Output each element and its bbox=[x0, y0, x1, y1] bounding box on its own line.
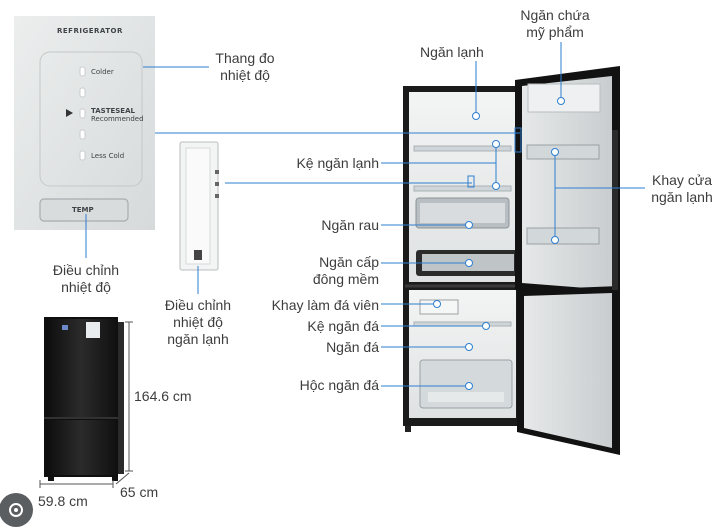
label-ice-tray: Khay làm đá viên bbox=[271, 297, 379, 313]
level-less-cold: Less Cold bbox=[91, 152, 125, 160]
level-recommended: Recommended bbox=[91, 115, 144, 123]
panel-heading: REFRIGERATOR bbox=[57, 27, 123, 35]
temp-button-label: TEMP bbox=[72, 206, 94, 214]
label-freezer-shelf: Kệ ngăn đá bbox=[307, 318, 379, 334]
fridge-front-view bbox=[44, 317, 124, 481]
level-colder: Colder bbox=[91, 68, 114, 76]
fridge-control-strip bbox=[179, 141, 219, 271]
level-tasteseal: TASTESEAL bbox=[91, 107, 135, 115]
label-fridge-shelf: Kệ ngăn lạnh bbox=[296, 155, 379, 171]
dimension-depth: 65 cm bbox=[120, 484, 159, 500]
temp-button[interactable] bbox=[39, 198, 129, 222]
lens-icon[interactable] bbox=[0, 493, 33, 527]
leader-lines bbox=[85, 42, 645, 387]
dimension-lines bbox=[39, 321, 133, 488]
label-freezer-drawer: Hộc ngăn đá bbox=[299, 377, 379, 393]
leader-dots bbox=[433, 97, 565, 390]
label-fridge-compartment: Ngăn lạnh bbox=[420, 44, 484, 60]
fridge-open-view bbox=[403, 66, 620, 455]
label-freezer-compartment: Ngăn đá bbox=[326, 339, 379, 355]
indicator-lights bbox=[79, 66, 86, 161]
selected-arrow-icon bbox=[66, 109, 73, 117]
control-panel bbox=[14, 16, 155, 230]
label-vegetable-drawer: Ngăn rau bbox=[321, 217, 379, 233]
dimension-height: 164.6 cm bbox=[134, 388, 192, 404]
dimension-width: 59.8 cm bbox=[38, 493, 88, 509]
